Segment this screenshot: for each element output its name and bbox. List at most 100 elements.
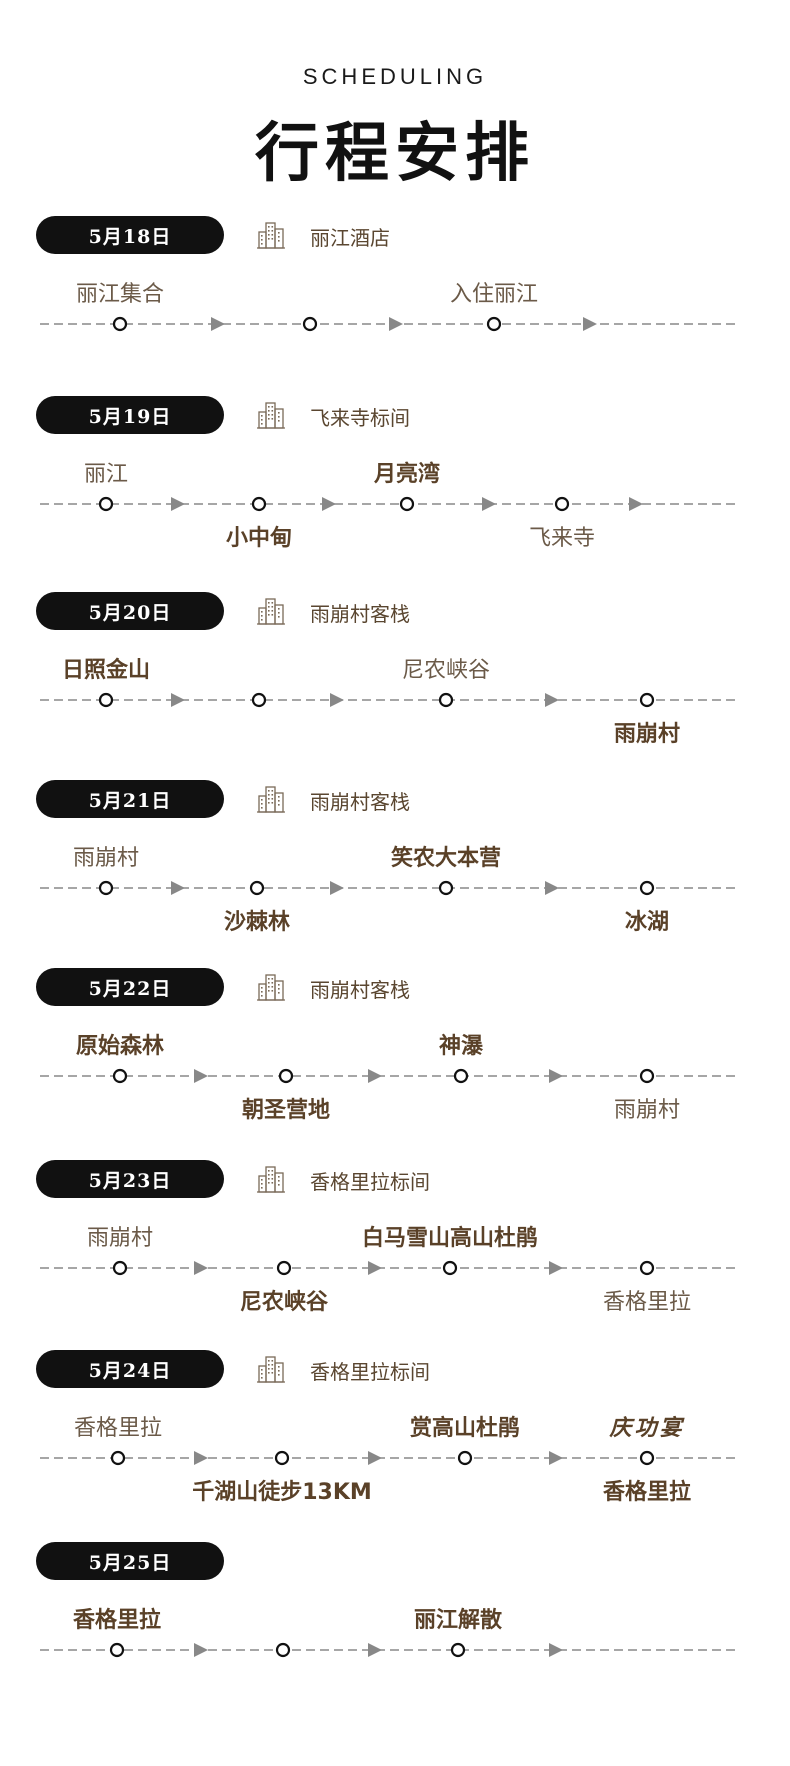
stop-label: 尼农峡谷: [239, 1290, 329, 1315]
stop-dot: [554, 496, 570, 512]
stop-label: 朝圣营地: [241, 1098, 331, 1123]
stop-dot: [110, 1450, 126, 1466]
route-arrow-icon: [368, 1069, 382, 1083]
stop-label: 千湖山徒步13KM: [192, 1480, 372, 1505]
route-arrow-icon: [549, 1261, 563, 1275]
stop-label: 神瀑: [438, 1034, 484, 1059]
route-arrow-icon: [368, 1451, 382, 1465]
stop-dot: [276, 1260, 292, 1276]
stop-label: 原始森林: [75, 1034, 165, 1059]
route-line: [40, 880, 740, 896]
stop-label: 入住丽江: [449, 282, 539, 307]
page-title: 行程安排: [255, 116, 535, 191]
stop-label: 雨崩村: [72, 846, 140, 871]
page-subtitle: SCHEDULING: [302, 64, 488, 89]
stop-label: 丽江: [83, 462, 129, 487]
stop-label: 小中甸: [225, 526, 293, 551]
stop-dot: [251, 496, 267, 512]
route-line: [40, 1642, 740, 1658]
stop-label: 香格里拉: [602, 1480, 692, 1505]
date-pill: 5月21日: [36, 780, 224, 818]
route-arrow-icon: [549, 1069, 563, 1083]
day-section: 5月21日雨崩村客栈雨崩村沙棘林笑农大本营冰湖: [0, 780, 790, 970]
stop-dot: [639, 1260, 655, 1276]
stop-dot: [112, 1260, 128, 1276]
route-arrow-icon: [549, 1451, 563, 1465]
stop-dot: [112, 1068, 128, 1084]
hotel-label: 香格里拉标间: [310, 1360, 430, 1384]
stop-label: 尼农峡谷: [401, 658, 491, 683]
stop-dot: [278, 1068, 294, 1084]
stop-dot: [450, 1642, 466, 1658]
stop-dot: [486, 316, 502, 332]
route-arrow-icon: [171, 497, 185, 511]
route-line: [40, 1450, 740, 1466]
stop-label: 雨崩村: [86, 1226, 154, 1251]
stop-label: 笑农大本营: [390, 846, 502, 871]
building-icon: [257, 222, 285, 249]
date-pill: 5月25日: [36, 1542, 224, 1580]
stop-label: 飞来寺: [528, 526, 596, 551]
day-section: 5月22日 雨崩村客栈原始森林朝圣营地 神瀑雨崩村: [0, 968, 790, 1158]
route-line: [40, 692, 740, 708]
route-arrow-icon: [389, 317, 403, 331]
building-icon: [257, 786, 285, 813]
stop-dot: [274, 1450, 290, 1466]
day-section: 5月25日香格里拉丽江解散: [0, 1542, 790, 1732]
hotel-label: 丽江酒店: [310, 226, 390, 250]
stop-label: 沙棘林: [223, 910, 291, 935]
route-arrow-icon: [583, 317, 597, 331]
route-arrow-icon: [482, 497, 496, 511]
date-pill: 5月20日: [36, 592, 224, 630]
stop-dot: [98, 692, 114, 708]
route-arrow-icon: [549, 1643, 563, 1657]
stop-label: 日照金山: [61, 658, 151, 683]
hotel-label: 雨崩村客栈: [310, 790, 410, 814]
stop-dot: [249, 880, 265, 896]
hotel-label: 雨崩村客栈: [310, 978, 410, 1002]
route-arrow-icon: [545, 881, 559, 895]
route-arrow-icon: [171, 881, 185, 895]
stop-label: 丽江集合: [75, 282, 165, 307]
stop-dot: [457, 1450, 473, 1466]
stop-label: 丽江解散: [413, 1608, 503, 1633]
route-line: [40, 496, 740, 512]
date-pill: 5月22日: [36, 968, 224, 1006]
hotel-label: 飞来寺标间: [310, 406, 410, 430]
date-pill: 5月23日: [36, 1160, 224, 1198]
day-section: 5月20日雨崩村客栈日照金山尼农峡谷雨崩村: [0, 592, 790, 782]
route-arrow-icon: [194, 1261, 208, 1275]
stop-dot: [251, 692, 267, 708]
stop-dot: [98, 880, 114, 896]
stop-dot: [438, 692, 454, 708]
building-icon: [257, 598, 285, 625]
stop-dot: [112, 316, 128, 332]
building-icon: [257, 974, 285, 1001]
building-icon: [257, 1356, 285, 1383]
stop-dot: [275, 1642, 291, 1658]
day-section: 5月18日 丽江酒店丽江集合 入住丽江: [0, 216, 790, 406]
route-arrow-icon: [368, 1261, 382, 1275]
route-arrow-icon: [322, 497, 336, 511]
stop-dot: [639, 692, 655, 708]
stop-label: 赏高山杜鹃: [409, 1416, 521, 1441]
stop-label: 香格里拉: [602, 1290, 692, 1315]
stop-dot: [639, 1068, 655, 1084]
header: SCHEDULING 行程安排: [0, 0, 790, 200]
route-arrow-icon: [194, 1451, 208, 1465]
stop-label: 香格里拉: [73, 1416, 163, 1441]
route-line: [40, 316, 740, 332]
building-icon: [257, 402, 285, 429]
date-pill: 5月18日: [36, 216, 224, 254]
stop-dot: [109, 1642, 125, 1658]
route-line: [40, 1068, 740, 1084]
route-line: [40, 1260, 740, 1276]
stop-dot: [302, 316, 318, 332]
stop-label: 雨崩村: [613, 1098, 681, 1123]
stop-dot: [98, 496, 114, 512]
stop-label: 月亮湾: [373, 462, 441, 487]
hotel-label: 香格里拉标间: [310, 1170, 430, 1194]
route-arrow-icon: [211, 317, 225, 331]
date-pill: 5月19日: [36, 396, 224, 434]
